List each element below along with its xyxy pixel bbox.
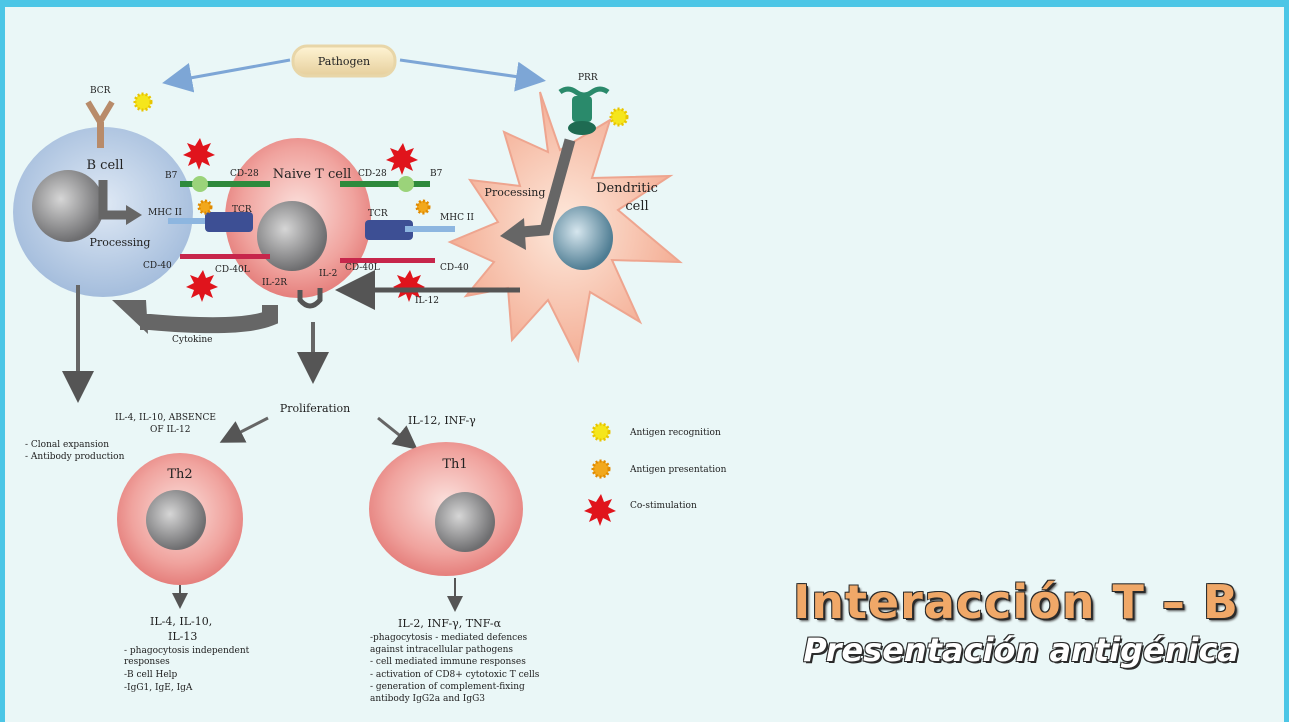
cd40-right-label: CD-40 <box>440 263 469 273</box>
il2-label: IL-2 <box>319 269 337 279</box>
prr-label: PRR <box>578 73 598 83</box>
antigen-recognition-star <box>135 94 151 110</box>
slide-title: Interacción T – B <box>793 575 1239 629</box>
processing-left-label: Processing <box>90 236 151 249</box>
dendritic-cell: Dendritic cell Processing <box>450 92 680 360</box>
th2-effect-4: -IgG1, IgE, IgA <box>124 683 193 693</box>
mhc2-right-label: MHC II <box>440 213 474 223</box>
slide-subtitle: Presentación antigénica <box>793 631 1239 669</box>
il12-label: IL-12 <box>415 296 439 306</box>
naive-t-cell-label: Naive T cell <box>273 167 352 182</box>
co-stimulation-star <box>386 143 418 175</box>
th1-effect-4: - activation of CD8+ cytotoxic T cells <box>370 670 540 680</box>
legend: Antigen recognition Antigen presentation… <box>584 424 727 526</box>
antigen-presentation-star <box>417 201 429 213</box>
proliferation-label: Proliferation <box>280 402 350 415</box>
cd40-left-label: CD-40 <box>143 261 172 271</box>
cd40l-left-label: CD-40L <box>215 265 250 275</box>
dendritic-cell-label-1: Dendritic <box>596 181 658 196</box>
th1-effect-6: antibody IgG2a and IgG3 <box>370 694 485 704</box>
th1-cytokines: IL-2, INF-γ, TNF-α <box>398 617 502 630</box>
legend-item-co-stimulation: Co-stimulation <box>584 494 697 526</box>
th2-effect-1: - phagocytosis independent <box>124 646 250 656</box>
th2-condition-line1: IL-4, IL-10, ABSENCE <box>115 413 216 423</box>
b7-right-label: B7 <box>430 169 443 179</box>
b-cell-label: B cell <box>87 158 124 173</box>
to-th2-arrow <box>225 418 268 440</box>
th1-cell: Th1 <box>369 442 523 576</box>
th2-label: Th2 <box>167 467 192 482</box>
co-stimulation-star <box>186 270 218 302</box>
legend-label: Antigen recognition <box>629 428 721 438</box>
th2-effect-2: responses <box>124 657 170 667</box>
tcr-right-label: TCR <box>368 209 388 219</box>
th2-condition-line2: OF IL-12 <box>150 425 191 435</box>
cytokine-arrow <box>140 305 270 325</box>
b7-left-label: B7 <box>165 171 178 181</box>
cd28-left-label: CD-28 <box>230 169 259 179</box>
th1-effect-1: -phagocytosis - mediated defences <box>370 633 528 643</box>
antigen-recognition-star <box>611 109 627 125</box>
cd40l-right-label: CD-40L <box>345 263 380 273</box>
legend-label: Antigen presentation <box>629 465 727 475</box>
co-stimulation-star <box>183 138 215 170</box>
pathogen-to-prr-arrow <box>400 60 540 80</box>
th1-condition: IL-12, INF-γ <box>408 414 476 427</box>
b-outcome-1: - Clonal expansion <box>25 440 109 450</box>
slide-title-block: Interacción T – B Presentación antigénic… <box>793 575 1239 669</box>
th2-cytokines-line1: IL-4, IL-10, <box>150 615 212 628</box>
pathogen-node: Pathogen <box>293 46 395 76</box>
cytokine-label: Cytokine <box>172 335 212 345</box>
legend-item-antigen-recognition: Antigen recognition <box>593 424 721 440</box>
tcr-left-label: TCR <box>232 205 252 215</box>
th1-label: Th1 <box>442 457 467 472</box>
th1-effect-5: - generation of complement-fixing <box>370 682 525 692</box>
bcr-label: BCR <box>90 86 111 96</box>
antigen-recognition-icon <box>593 424 609 440</box>
co-stimulation-icon <box>584 494 616 526</box>
th2-effect-3: -B cell Help <box>124 670 178 680</box>
cd28-right-label: CD-28 <box>358 169 387 179</box>
dendritic-cell-label-2: cell <box>625 199 648 214</box>
b-outcome-2: - Antibody production <box>25 452 125 462</box>
th2-cytokines-line2: IL-13 <box>168 630 197 643</box>
processing-right-label: Processing <box>485 186 546 199</box>
antigen-presentation-star <box>199 201 211 213</box>
il2r-label: IL-2R <box>262 278 287 288</box>
pathogen-label: Pathogen <box>318 55 370 68</box>
legend-label: Co-stimulation <box>630 501 697 511</box>
th2-cell: Th2 <box>117 453 243 585</box>
th1-effect-3: - cell mediated immune responses <box>370 657 526 667</box>
legend-item-antigen-presentation: Antigen presentation <box>593 461 727 477</box>
antigen-presentation-icon <box>593 461 609 477</box>
th1-effect-2: against intracellular pathogens <box>370 645 513 655</box>
pathogen-to-bcr-arrow <box>168 60 290 82</box>
mhc2-left-label: MHC II <box>148 208 182 218</box>
